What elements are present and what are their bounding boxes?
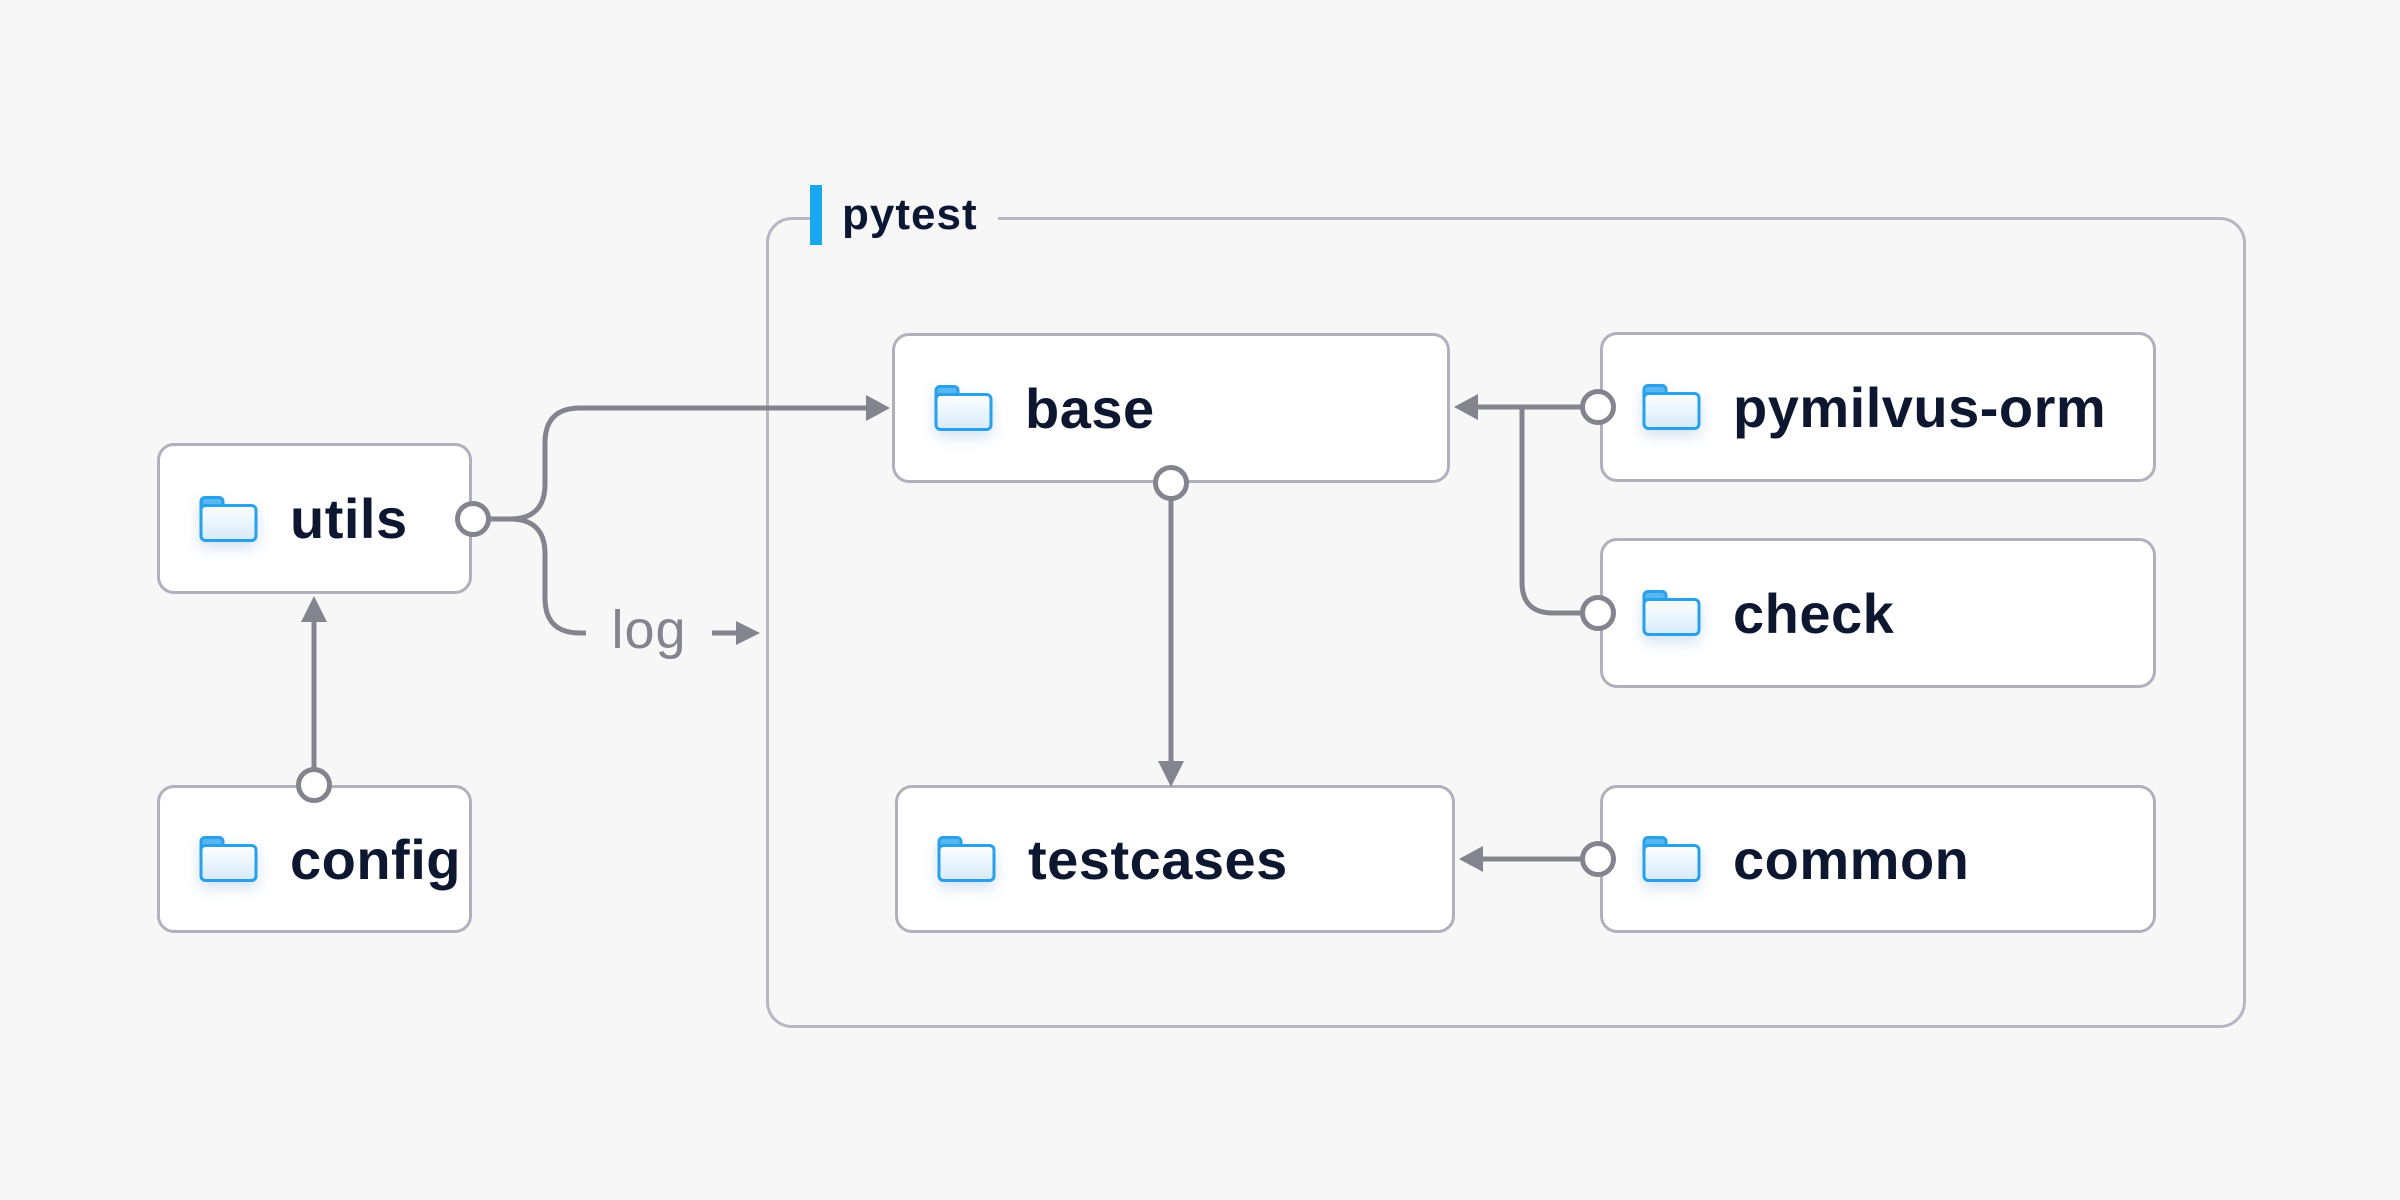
node-label: common [1733, 827, 1970, 891]
folder-icon [931, 382, 995, 434]
node-config: config [157, 785, 472, 933]
node-label: base [1025, 376, 1155, 440]
edge-config-utils [296, 596, 332, 803]
node-pymilvus-orm: pymilvus-orm [1600, 332, 2156, 482]
node-label: check [1733, 581, 1895, 645]
node-label: testcases [1028, 827, 1288, 891]
accent-bar [810, 185, 822, 245]
folder-icon [1639, 381, 1703, 433]
folder-icon [1639, 833, 1703, 885]
folder-icon [196, 493, 260, 545]
node-base: base [892, 333, 1450, 483]
node-common: common [1600, 785, 2156, 933]
node-check: check [1600, 538, 2156, 688]
folder-icon [1639, 587, 1703, 639]
node-label: config [290, 827, 461, 891]
node-label: pymilvus-orm [1733, 375, 2107, 439]
node-testcases: testcases [895, 785, 1455, 933]
node-label: utils [290, 487, 408, 550]
node-utils: utils [157, 443, 472, 594]
pytest-container-title: pytest [842, 190, 978, 239]
log-edge-label: log [611, 599, 687, 660]
pytest-container [766, 217, 2246, 1028]
folder-icon [934, 833, 998, 885]
pytest-container-label: pytest [810, 184, 998, 246]
folder-icon [196, 833, 260, 885]
